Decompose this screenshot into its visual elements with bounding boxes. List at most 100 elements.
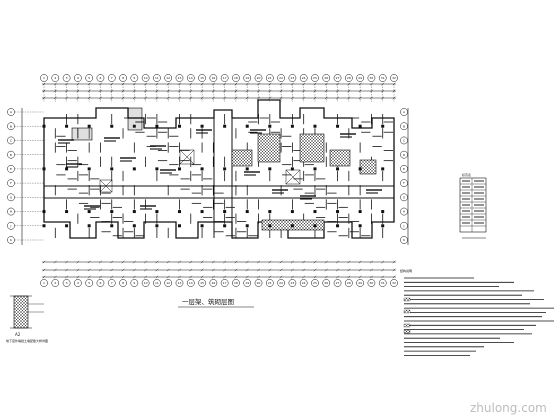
column: [65, 210, 69, 214]
svg-text:19: 19: [245, 281, 249, 285]
svg-text:24: 24: [302, 281, 306, 285]
axis-bubble-D: D: [400, 150, 408, 159]
axis-bubble-E: E: [7, 165, 15, 173]
floor-plan: [42, 99, 395, 239]
column: [177, 167, 181, 171]
svg-text:H: H: [403, 210, 405, 214]
plan-title: 一层架、筑砌层图: [182, 297, 234, 306]
svg-text:4: 4: [77, 281, 79, 285]
axis-bubble-14: 14: [186, 74, 195, 82]
svg-text:1: 1: [43, 281, 45, 285]
column: [313, 210, 317, 214]
svg-text:30: 30: [370, 76, 374, 80]
axis-bubble-1: 1: [40, 279, 48, 287]
svg-text:B: B: [10, 124, 12, 128]
axis-bubble-30: 30: [367, 74, 376, 82]
svg-text:32: 32: [392, 281, 396, 285]
column: [268, 224, 272, 228]
svg-text:23: 23: [290, 76, 294, 80]
axis-bubble-J: J: [400, 221, 408, 230]
axis-bubble-10: 10: [141, 74, 150, 82]
axis-bubble-C: C: [400, 136, 408, 145]
column: [155, 124, 159, 128]
axis-bubble-4: 4: [74, 74, 82, 82]
axis-bubble-23: 23: [288, 279, 297, 287]
axis-bubble-G: G: [400, 193, 408, 202]
svg-text:21: 21: [268, 76, 272, 80]
svg-text:15: 15: [200, 76, 204, 80]
axis-bubble-A: A: [400, 108, 408, 116]
column: [336, 224, 340, 228]
axis-bubble-31: 31: [378, 74, 387, 82]
svg-text:J: J: [10, 224, 12, 228]
svg-text:2: 2: [54, 281, 56, 285]
column: [290, 167, 294, 171]
column: [132, 224, 136, 228]
svg-text:26: 26: [324, 281, 328, 285]
axis-bubble-20: 20: [254, 279, 263, 287]
svg-text:9: 9: [133, 281, 135, 285]
axis-bubble-25: 25: [311, 74, 319, 82]
column: [132, 167, 136, 171]
column: [155, 167, 159, 171]
axis-bubble-23: 23: [288, 74, 297, 82]
svg-text:29: 29: [358, 76, 362, 80]
svg-text:27: 27: [336, 281, 340, 285]
column: [268, 124, 272, 128]
svg-text:4: 4: [77, 76, 79, 80]
svg-text:11: 11: [155, 76, 159, 80]
svg-text:14: 14: [189, 281, 193, 285]
svg-text:B: B: [403, 124, 405, 128]
svg-text:A: A: [403, 110, 406, 114]
svg-text:18: 18: [234, 76, 238, 80]
axis-bubble-H: H: [7, 207, 15, 216]
detail-label: A2: [15, 332, 21, 337]
svg-text:15: 15: [200, 281, 204, 285]
svg-text:E: E: [10, 167, 12, 171]
column: [42, 224, 46, 228]
axis-bubble-3: 3: [62, 279, 71, 287]
axis-bubble-31: 31: [378, 279, 387, 287]
svg-text:G: G: [10, 195, 13, 199]
axis-bubble-8: 8: [119, 74, 127, 82]
column: [42, 210, 46, 214]
column: [336, 124, 340, 128]
column: [110, 167, 114, 171]
axis-bubble-6: 6: [96, 74, 105, 82]
svg-text:3: 3: [66, 281, 68, 285]
column: [132, 210, 136, 214]
column: [110, 224, 114, 228]
axis-bubble-J: J: [7, 221, 15, 230]
axis-bubble-32: 32: [390, 279, 398, 287]
axis-bubble-14: 14: [186, 279, 195, 287]
axis-bubble-29: 29: [356, 279, 364, 287]
axis-bubble-17: 17: [220, 279, 229, 287]
svg-text:16: 16: [211, 281, 215, 285]
svg-text:20: 20: [257, 76, 261, 80]
general-notes: 结构说明: [400, 268, 554, 356]
svg-text:F: F: [10, 181, 12, 185]
axis-bubble-F: F: [7, 179, 15, 187]
svg-text:H: H: [10, 210, 12, 214]
axis-bubble-F: F: [400, 179, 408, 187]
svg-text:12: 12: [166, 76, 170, 80]
svg-text:22: 22: [279, 281, 283, 285]
column: [65, 224, 69, 228]
svg-text:6: 6: [99, 76, 101, 80]
svg-text:5: 5: [88, 281, 90, 285]
axis-bubble-27: 27: [333, 74, 342, 82]
column: [223, 224, 227, 228]
svg-text:6: 6: [99, 281, 101, 285]
column: [313, 167, 317, 171]
svg-text:28: 28: [347, 76, 351, 80]
axis-bubble-5: 5: [85, 279, 94, 287]
svg-text:25: 25: [313, 76, 317, 80]
svg-text:C: C: [10, 139, 12, 143]
column: [132, 124, 136, 128]
svg-text:31: 31: [381, 76, 385, 80]
axis-bubble-5: 5: [85, 74, 94, 82]
svg-text:29: 29: [358, 281, 362, 285]
svg-text:F: F: [403, 181, 405, 185]
axis-bubble-10: 10: [141, 279, 150, 287]
axis-bubble-9: 9: [130, 279, 139, 287]
